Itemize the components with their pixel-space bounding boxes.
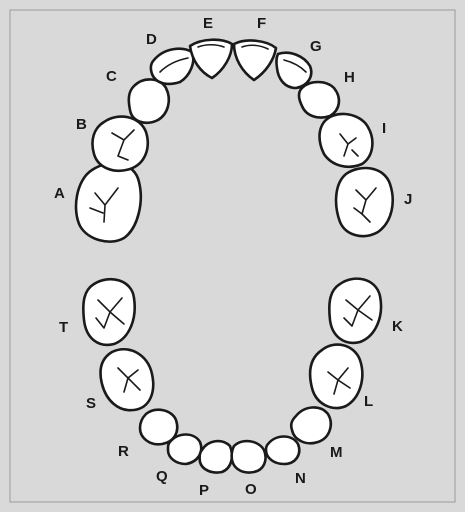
label-T: T: [59, 319, 68, 336]
label-S: S: [86, 395, 96, 412]
tooth-Q: [166, 433, 203, 466]
label-H: H: [344, 69, 355, 86]
tooth-M: [289, 406, 332, 445]
label-B: B: [76, 116, 87, 133]
tooth-N: [264, 435, 301, 466]
tooth-P: [198, 439, 234, 474]
label-L: L: [364, 393, 373, 410]
label-R: R: [118, 443, 129, 460]
tooth-B: [91, 115, 150, 173]
tooth-T: [82, 277, 136, 347]
label-I: I: [382, 120, 386, 137]
label-A: A: [54, 185, 65, 202]
tooth-S: [99, 347, 155, 412]
tooth-L: [308, 343, 364, 410]
label-G: G: [310, 38, 322, 55]
label-D: D: [146, 31, 157, 48]
label-J: J: [404, 191, 412, 208]
tooth-C: [127, 78, 171, 124]
label-M: M: [330, 444, 343, 461]
inner-border: [9, 9, 456, 503]
label-O: O: [245, 481, 257, 498]
tooth-H: [297, 80, 341, 119]
tooth-J: [334, 166, 394, 238]
tooth-A: [74, 162, 143, 243]
tooth-K: [328, 277, 383, 345]
tooth-E: [188, 38, 234, 80]
tooth-R: [138, 408, 179, 446]
tooth-D: [149, 47, 195, 86]
label-C: C: [106, 68, 117, 85]
tooth-I: [318, 112, 374, 168]
label-K: K: [392, 318, 403, 335]
label-E: E: [203, 15, 213, 32]
label-Q: Q: [156, 468, 168, 485]
label-N: N: [295, 470, 306, 487]
label-P: P: [199, 482, 209, 499]
label-F: F: [257, 15, 266, 32]
tooth-O: [230, 439, 267, 474]
tooth-F: [232, 39, 278, 82]
tooth-G: [275, 51, 313, 90]
